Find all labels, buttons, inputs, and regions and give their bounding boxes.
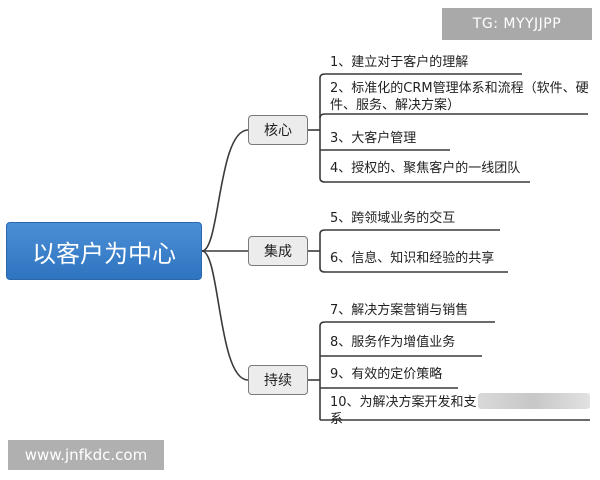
leaf-item[interactable]: 9、有效的定价策略 <box>330 367 443 382</box>
leaf-item[interactable]: 5、跨领域业务的交互 <box>330 211 456 226</box>
leaf-item[interactable]: 6、信息、知识和经验的共享 <box>330 251 495 266</box>
leaf-item[interactable]: 8、服务作为增值业务 <box>330 335 456 350</box>
connector-root-sustain <box>201 250 249 381</box>
branch-node-core[interactable]: 核心 <box>248 115 308 145</box>
leaf-item-continuation: 系 <box>330 412 344 427</box>
leaf-item[interactable]: 10、为解决方案开发和支 <box>330 395 477 410</box>
blurred-text-patch <box>478 393 590 409</box>
branch-label: 集成 <box>264 244 292 260</box>
leaf-item[interactable]: 7、解决方案营销与销售 <box>330 303 469 318</box>
watermark-bottom: www.jnfkdc.com <box>8 440 164 470</box>
leaf-item[interactable]: 3、大客户管理 <box>330 131 417 146</box>
branch-label: 核心 <box>264 123 292 139</box>
branch-node-sustain[interactable]: 持续 <box>248 365 308 395</box>
leaf-item[interactable]: 2、标准化的CRM管理体系和流程（软件、硬 <box>330 81 589 96</box>
root-node[interactable]: 以客户为中心 <box>6 222 202 280</box>
watermark-bottom-text: www.jnfkdc.com <box>24 446 148 464</box>
watermark-top-text: TG: MYYJJPP <box>472 16 562 32</box>
branch-label: 持续 <box>264 373 292 389</box>
watermark-top: TG: MYYJJPP <box>442 8 592 40</box>
leaf-item[interactable]: 1、建立对于客户的理解 <box>330 55 469 70</box>
leaf-item-continuation: 件、服务、解决方案） <box>330 98 461 113</box>
connector-root-core <box>201 129 249 252</box>
leaf-item[interactable]: 4、授权的、聚焦客户的一线团队 <box>330 161 521 176</box>
root-label: 以客户为中心 <box>32 239 176 268</box>
branch-node-integrate[interactable]: 集成 <box>248 236 308 266</box>
